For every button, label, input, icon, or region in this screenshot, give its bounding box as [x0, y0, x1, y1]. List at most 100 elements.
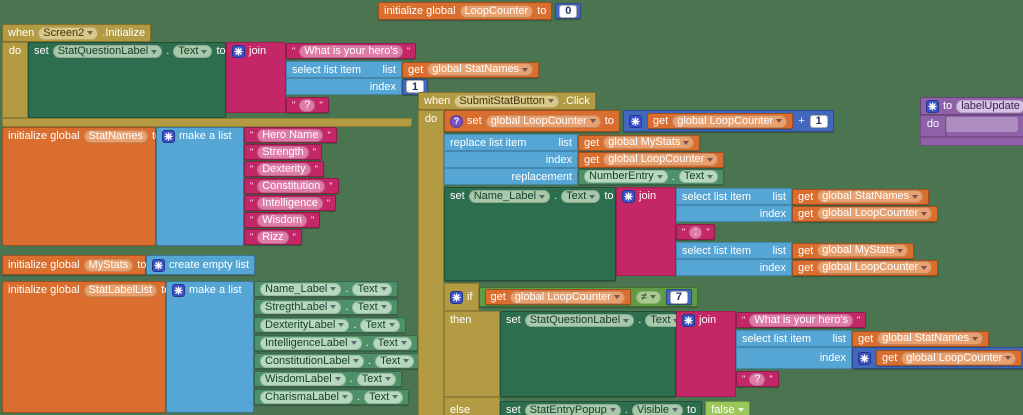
text-block[interactable]: "Hero Name": [244, 127, 337, 143]
text-block[interactable]: "Strength": [244, 144, 322, 160]
index-row[interactable]: index: [286, 78, 402, 95]
if-head[interactable]: if: [444, 283, 479, 311]
join-block[interactable]: join " What is your hero's " select list…: [226, 42, 540, 113]
number-block[interactable]: 7: [665, 289, 692, 305]
component-property-getter[interactable]: IntelligenceLabel.Text: [254, 335, 418, 351]
property-dropdown[interactable]: Text: [173, 45, 213, 58]
init-global-statnames[interactable]: initialize global StatNames to: [2, 127, 161, 246]
text-block[interactable]: "Wisdom": [244, 212, 321, 228]
property-dropdown[interactable]: Text: [352, 282, 392, 296]
variable-name-field[interactable]: LoopCounter: [459, 4, 534, 18]
false-block[interactable]: false: [705, 401, 751, 415]
text-block[interactable]: " What is your hero's ": [286, 43, 417, 59]
number-block[interactable]: 0: [555, 3, 582, 19]
number-block[interactable]: 1: [402, 78, 428, 95]
create-empty-list-block[interactable]: create empty list: [146, 255, 256, 275]
index-row[interactable]: index: [676, 205, 792, 222]
component-dropdown[interactable]: StatQuestionLabel: [52, 45, 163, 58]
variable-dropdown[interactable]: global StatNames: [427, 63, 534, 76]
text-field[interactable]: What is your hero's: [299, 44, 404, 58]
text-field[interactable]: Rizz: [257, 230, 289, 244]
variable-dropdown[interactable]: global StatNames: [877, 332, 984, 345]
text-block[interactable]: "Rizz": [244, 229, 302, 245]
component-dropdown[interactable]: WisdomLabel: [260, 372, 346, 386]
text-field[interactable]: Constitution: [257, 179, 326, 193]
variable-name-field[interactable]: MyStats: [83, 258, 134, 272]
procedure-header[interactable]: to labelUpdate: [920, 97, 1023, 115]
variable-dropdown[interactable]: global MyStats: [817, 244, 909, 257]
init-global-statlabellist[interactable]: initialize global StatLabelList to: [2, 281, 170, 413]
make-a-list-block[interactable]: make a list: [166, 281, 254, 413]
procedure-body[interactable]: [946, 115, 1023, 137]
mutator-gear-icon[interactable]: [682, 314, 695, 327]
set-namelabel-statement[interactable]: set Name_Label . Text to join: [444, 187, 939, 281]
text-field[interactable]: Intelligence: [257, 196, 323, 210]
text-block[interactable]: " ? ": [736, 371, 779, 387]
variable-dropdown[interactable]: global LoopCounter: [485, 114, 601, 128]
init-global-loopcounter-block[interactable]: initialize global LoopCounter to 0: [378, 2, 582, 20]
property-dropdown[interactable]: Text: [364, 390, 404, 404]
property-dropdown[interactable]: Text: [561, 190, 601, 203]
number-value[interactable]: 0: [559, 4, 578, 18]
text-block[interactable]: " ? ": [286, 97, 329, 113]
event-header[interactable]: when Screen2 .Initialize: [2, 24, 152, 42]
text-field[interactable]: ?: [749, 372, 766, 386]
select-list-item-block[interactable]: select list item list get global StatNam…: [286, 61, 540, 95]
replace-list-row[interactable]: replace list item list: [444, 134, 578, 151]
text-field[interactable]: ?: [299, 98, 316, 112]
variable-name-field[interactable]: StatNames: [83, 130, 148, 143]
mutator-gear-icon[interactable]: [858, 351, 871, 365]
empty-statement-socket[interactable]: [946, 117, 1018, 132]
property-dropdown[interactable]: Visible: [631, 403, 684, 415]
init-global-statlabellist-block[interactable]: initialize global StatLabelList to make …: [2, 281, 421, 413]
set-component-block[interactable]: set StatEntryPopup . Visible to: [500, 401, 703, 415]
component-dropdown[interactable]: DexterityLabel: [260, 318, 350, 332]
text-field[interactable]: Wisdom: [257, 213, 307, 227]
component-dropdown[interactable]: IntelligenceLabel: [260, 336, 362, 350]
init-global-loopcounter[interactable]: initialize global LoopCounter to: [378, 2, 553, 20]
text-field[interactable]: What is your hero's: [749, 313, 854, 327]
property-dropdown[interactable]: Text: [356, 372, 396, 386]
replacement-row[interactable]: replacement: [444, 168, 578, 185]
text-block[interactable]: " : ": [676, 224, 716, 240]
set-statquestionlabel-text-block[interactable]: set StatQuestionLabel . Text to: [28, 42, 226, 118]
component-dropdown[interactable]: NumberEntry: [584, 170, 668, 183]
join-head[interactable]: join: [676, 311, 736, 397]
init-global-statnames-block[interactable]: initialize global StatNames to make a li…: [2, 127, 339, 246]
component-property-getter[interactable]: ConstitutionLabel.Text: [254, 353, 421, 369]
variable-dropdown[interactable]: global LoopCounter: [817, 207, 933, 220]
text-field[interactable]: Strength: [257, 145, 309, 159]
variable-dropdown[interactable]: global MyStats: [603, 136, 695, 149]
component-property-getter[interactable]: WisdomLabel.Text: [254, 371, 402, 387]
property-dropdown[interactable]: Text: [360, 318, 400, 332]
mutator-gear-icon[interactable]: [232, 45, 245, 58]
comment-icon[interactable]: ?: [450, 114, 463, 128]
join-head[interactable]: join: [616, 187, 676, 276]
variable-dropdown[interactable]: global LoopCounter: [817, 261, 933, 274]
component-property-getter[interactable]: NumberEntry.Text: [578, 168, 725, 185]
component-dropdown[interactable]: SubmitStatButton: [454, 94, 559, 108]
event-header[interactable]: when SubmitStatButton .Click: [418, 92, 596, 110]
property-dropdown[interactable]: Text: [352, 300, 392, 314]
component-dropdown[interactable]: CharismaLabel: [260, 390, 353, 404]
when-screen2-initialize-block[interactable]: when Screen2 .Initialize do set StatQues…: [2, 24, 540, 127]
property-dropdown[interactable]: Text: [678, 170, 719, 183]
